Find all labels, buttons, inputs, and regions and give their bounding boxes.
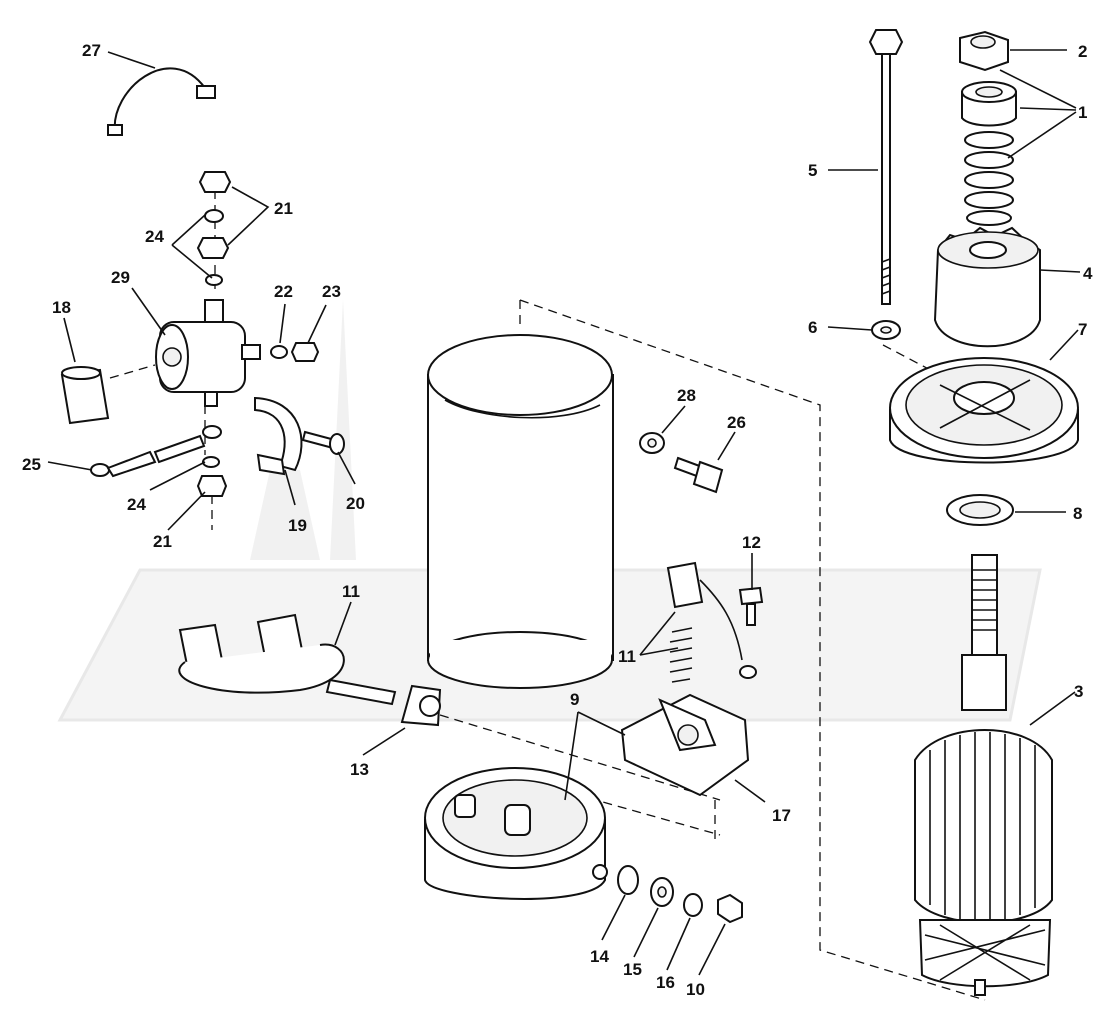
label-part-21-a: 21 (274, 199, 293, 218)
label-part-24-a: 24 (145, 227, 164, 246)
part-11-brush-assembly-left (178, 613, 397, 706)
part-18-boot (60, 366, 110, 425)
label-part-18: 18 (52, 298, 71, 317)
label-part-21-b: 21 (153, 532, 172, 551)
part-7-drive-end-head (889, 357, 1079, 464)
commutator-end-head (424, 767, 608, 900)
leader-lines (47, 49, 1081, 976)
part-19-mounting-strap (254, 396, 303, 476)
label-part-20: 20 (346, 494, 365, 513)
label-part-15: 15 (623, 960, 642, 979)
part-13-terminal-stud (400, 684, 442, 727)
label-part-16: 16 (656, 973, 675, 992)
part-4-drive-pinion (933, 226, 1041, 348)
part-26-bolt (673, 456, 724, 494)
label-part-27: 27 (82, 41, 101, 60)
label-part-2: 2 (1078, 42, 1087, 61)
label-part-7: 7 (1078, 320, 1087, 339)
part-5-through-bolt (868, 29, 904, 305)
part-2-locknut (959, 30, 1009, 72)
label-part-28: 28 (677, 386, 696, 405)
label-part-8: 8 (1073, 504, 1082, 523)
part-1-spacer-and-spring (961, 81, 1017, 226)
label-part-22: 22 (274, 282, 293, 301)
part-27-ground-lead (107, 67, 216, 136)
label-part-29: 29 (111, 268, 130, 287)
label-part-5: 5 (808, 161, 817, 180)
label-part-11-a: 11 (342, 582, 360, 601)
label-part-6: 6 (808, 318, 817, 337)
part-20-screw (301, 430, 345, 455)
label-part-4: 4 (1083, 264, 1093, 283)
label-part-1: 1 (1078, 103, 1087, 122)
label-part-3: 3 (1074, 682, 1083, 701)
label-part-10: 10 (686, 980, 705, 999)
part-28-washer (639, 432, 665, 454)
label-part-12: 12 (742, 533, 761, 552)
label-part-23: 23 (322, 282, 341, 301)
label-part-14: 14 (590, 947, 609, 966)
part-29-solenoid (155, 299, 261, 407)
label-part-24-b: 24 (127, 495, 146, 514)
part-22-23-nut-washer (270, 342, 320, 362)
part-25-battery-cable (90, 425, 222, 478)
label-part-17: 17 (772, 806, 791, 825)
part-12-screw (738, 586, 764, 626)
part-11-brush-and-spring (666, 561, 757, 683)
label-part-25: 25 (22, 455, 41, 474)
label-part-9: 9 (570, 690, 579, 709)
part-14-15-16-10-terminal-hardware (617, 865, 743, 924)
part-3-armature (914, 554, 1053, 996)
part-8-thrust-washer (946, 494, 1014, 526)
assembly-guide-lines (109, 175, 986, 1001)
starter-frame-housing (427, 334, 614, 689)
part-9-17-brush-holder (620, 693, 750, 797)
label-part-13: 13 (350, 760, 369, 779)
label-part-19: 19 (288, 516, 307, 535)
part-6-washer (871, 320, 901, 340)
label-part-11-b: 11 (618, 647, 636, 666)
label-part-26: 26 (727, 413, 746, 432)
part-number-labels: 1 2 3 4 5 6 7 8 9 10 11 11 12 13 14 15 1… (22, 41, 1093, 999)
